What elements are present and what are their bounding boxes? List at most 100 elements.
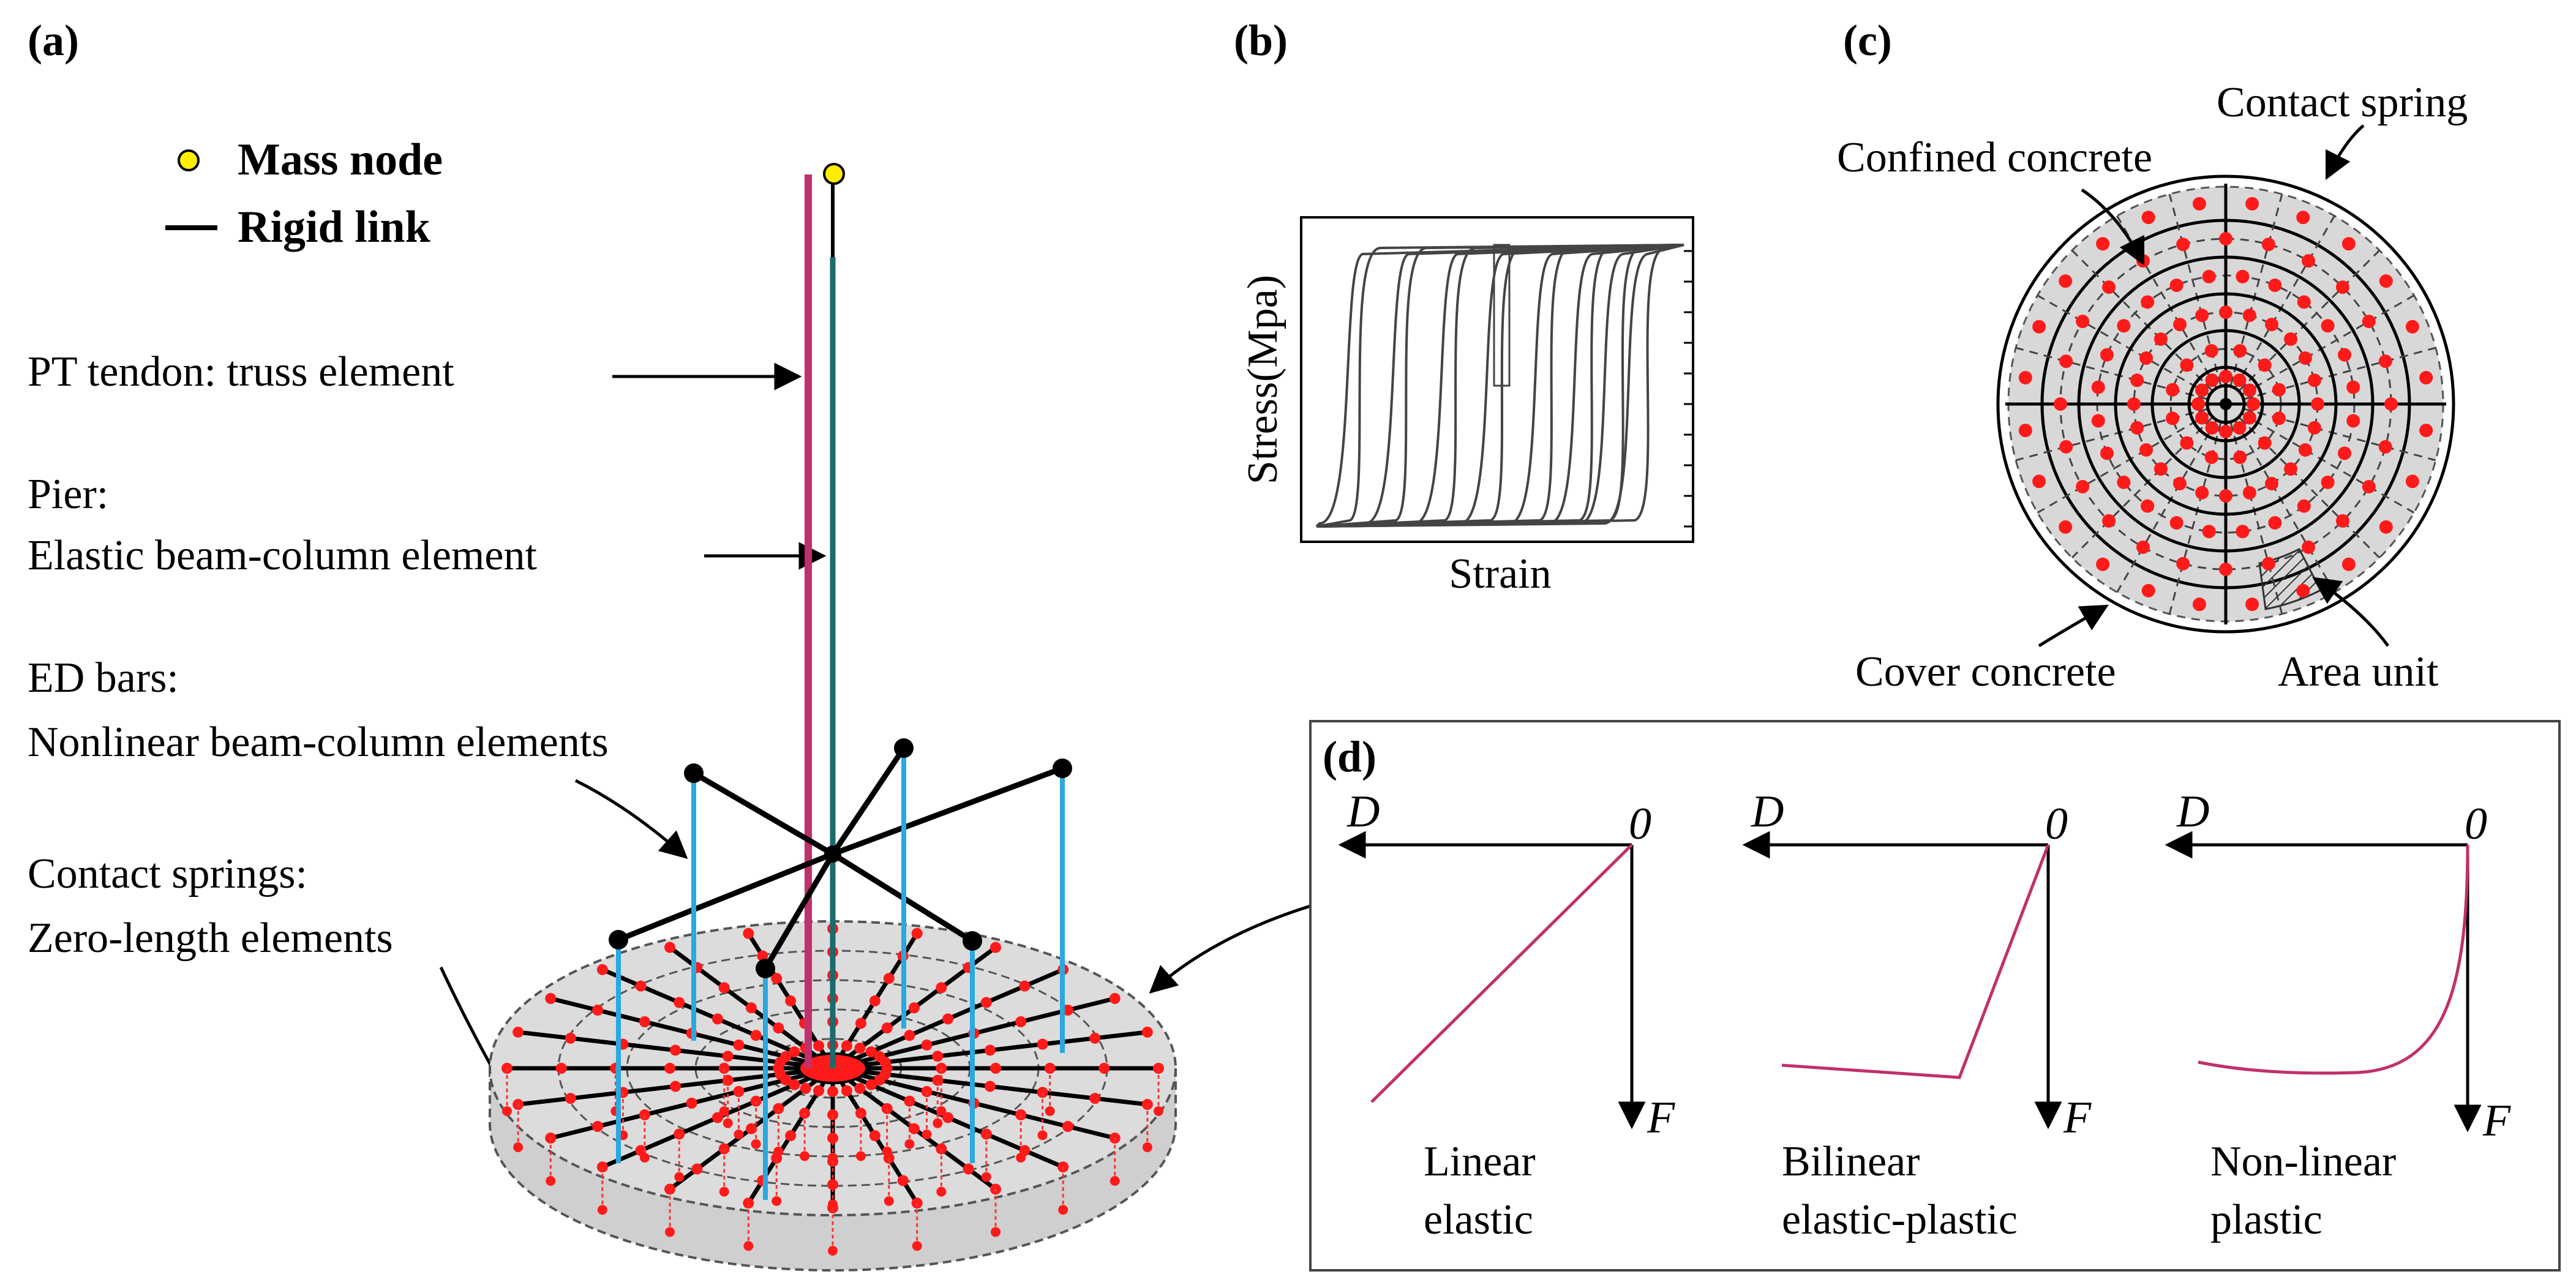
- spring-node: [828, 1246, 838, 1256]
- spring-node: [639, 1153, 650, 1163]
- spring-node: [734, 1130, 744, 1139]
- section-dashed-radial: [2234, 215, 2335, 389]
- section-fiber-node: [2338, 446, 2352, 460]
- curve-name1-3: Non-linear: [2210, 1138, 2396, 1185]
- disc-node: [813, 1085, 825, 1096]
- section-fiber-node: [2272, 383, 2286, 397]
- spring-node: [719, 1106, 729, 1116]
- disc-node: [686, 1098, 697, 1109]
- hysteresis-loop-down: [1316, 244, 1684, 528]
- section-fiber-node: [2268, 516, 2282, 530]
- section-fiber-node: [2233, 450, 2247, 464]
- disc-node: [874, 1074, 885, 1085]
- spring-node: [665, 1227, 675, 1237]
- hysteresis-loop-down: [1316, 244, 1684, 528]
- section-dashed-radial: [2241, 412, 2415, 514]
- section-fiber-node: [2219, 305, 2232, 319]
- disc-node: [771, 973, 783, 984]
- spring-node: [884, 1196, 894, 1206]
- section-fiber-node: [2379, 274, 2393, 288]
- section-fiber-node: [2265, 318, 2278, 332]
- hysteresis-loop-up: [1316, 244, 1684, 528]
- section-fiber-node: [2166, 411, 2180, 425]
- section-fiber-node: [2169, 516, 2184, 530]
- section-fiber-node: [2127, 397, 2141, 411]
- spring-node: [1142, 1142, 1152, 1153]
- disc-node: [545, 993, 557, 1004]
- section-fiber-node: [2245, 197, 2259, 211]
- section-fiber-node: [2297, 499, 2311, 513]
- disc-node: [827, 1086, 838, 1097]
- section-fiber-node: [2169, 278, 2184, 292]
- disc-node: [592, 1121, 604, 1132]
- section-fiber-node: [2059, 440, 2073, 454]
- section-fiber-node: [2018, 424, 2032, 438]
- section-fiber-node: [2233, 344, 2247, 358]
- disc-node: [897, 1175, 909, 1186]
- callout-cs-2: Zero-length elements: [28, 915, 393, 962]
- section-center: [2220, 398, 2232, 410]
- section-fiber-node: [2311, 397, 2324, 411]
- section-fiber-node: [2091, 414, 2105, 428]
- section-fiber-node: [2192, 598, 2206, 612]
- section-fiber-node: [2102, 514, 2116, 528]
- disc-node: [789, 1046, 800, 1058]
- spring-node: [513, 1142, 524, 1153]
- disc-node: [746, 1002, 757, 1014]
- section-fiber-node: [2139, 351, 2154, 365]
- spring-node: [922, 1130, 932, 1139]
- hysteresis-loop-down: [1316, 244, 1684, 528]
- spring-node: [743, 1241, 754, 1251]
- curve-line-3: [2198, 844, 2469, 1075]
- section-fiber-node: [2154, 332, 2168, 346]
- disc-node: [841, 1040, 852, 1052]
- spring-node: [1045, 1106, 1055, 1116]
- section-fiber-node: [2054, 397, 2067, 411]
- spring-node: [1154, 1106, 1163, 1116]
- section-fiber-node: [2195, 411, 2209, 425]
- section-fiber-node: [2176, 556, 2190, 571]
- disc-node: [757, 950, 768, 962]
- callout-cs-1: Contact springs:: [28, 850, 307, 897]
- hysteresis-loop-up: [1316, 244, 1684, 528]
- curve-name2-2: elastic-plastic: [1782, 1196, 2018, 1243]
- arrow-confined-concrete: [2081, 188, 2145, 266]
- section-fiber-node: [2232, 373, 2247, 388]
- callout-pier-1: Pier:: [28, 471, 108, 518]
- callout-pt-tendon: PT tendon: truss element: [28, 348, 454, 395]
- section-fiber-node: [2117, 475, 2131, 489]
- section-fiber-node: [2384, 397, 2398, 411]
- axis-d-label-2: D: [1751, 787, 1784, 837]
- mass-node-icon: [178, 149, 200, 171]
- disc-node: [785, 1130, 797, 1142]
- disc-node: [750, 1030, 762, 1041]
- disc-node: [942, 1013, 954, 1025]
- axis-0-label-1: 0: [1629, 799, 1651, 849]
- arrow-area-unit: [2312, 577, 2390, 647]
- section-fiber-node: [2173, 318, 2187, 332]
- section-fiber-node: [2296, 211, 2310, 225]
- axis-0-label-3: 0: [2465, 799, 2487, 849]
- disc-node: [921, 1040, 933, 1051]
- disc-node: [785, 995, 797, 1006]
- section-fiber-node: [2154, 462, 2168, 476]
- disc-node: [1109, 993, 1121, 1004]
- callout-ed-2: Nonlinear beam-column elements: [28, 719, 609, 766]
- section-fiber-node: [2117, 319, 2131, 333]
- axis-f-label-1: F: [1647, 1093, 1675, 1143]
- section-fiber-node: [2261, 238, 2275, 252]
- disc-node: [1089, 1093, 1101, 1104]
- disc-node: [670, 1081, 682, 1092]
- section-fiber-node: [2100, 446, 2114, 460]
- section-fiber-node: [2338, 348, 2352, 362]
- legend-rigid-link: Rigid link: [238, 202, 430, 252]
- section-fiber-node: [2059, 354, 2073, 369]
- axis-0-label-2: 0: [2045, 799, 2068, 849]
- section-fiber-node: [2378, 440, 2392, 454]
- b-ylabel: Stress(Mpa): [1239, 275, 1286, 484]
- section-fiber-node: [2180, 436, 2194, 450]
- section-fiber-node: [2032, 474, 2046, 489]
- section-fiber-node: [2265, 476, 2278, 490]
- section-fiber-node: [2261, 556, 2275, 571]
